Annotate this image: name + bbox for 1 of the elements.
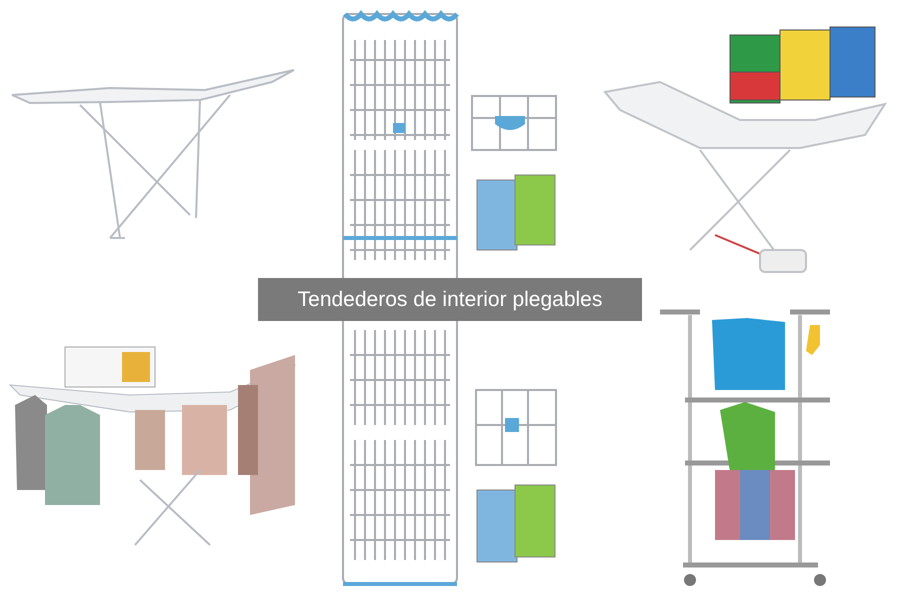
title: Tendederos de interior plegables [258,278,642,321]
